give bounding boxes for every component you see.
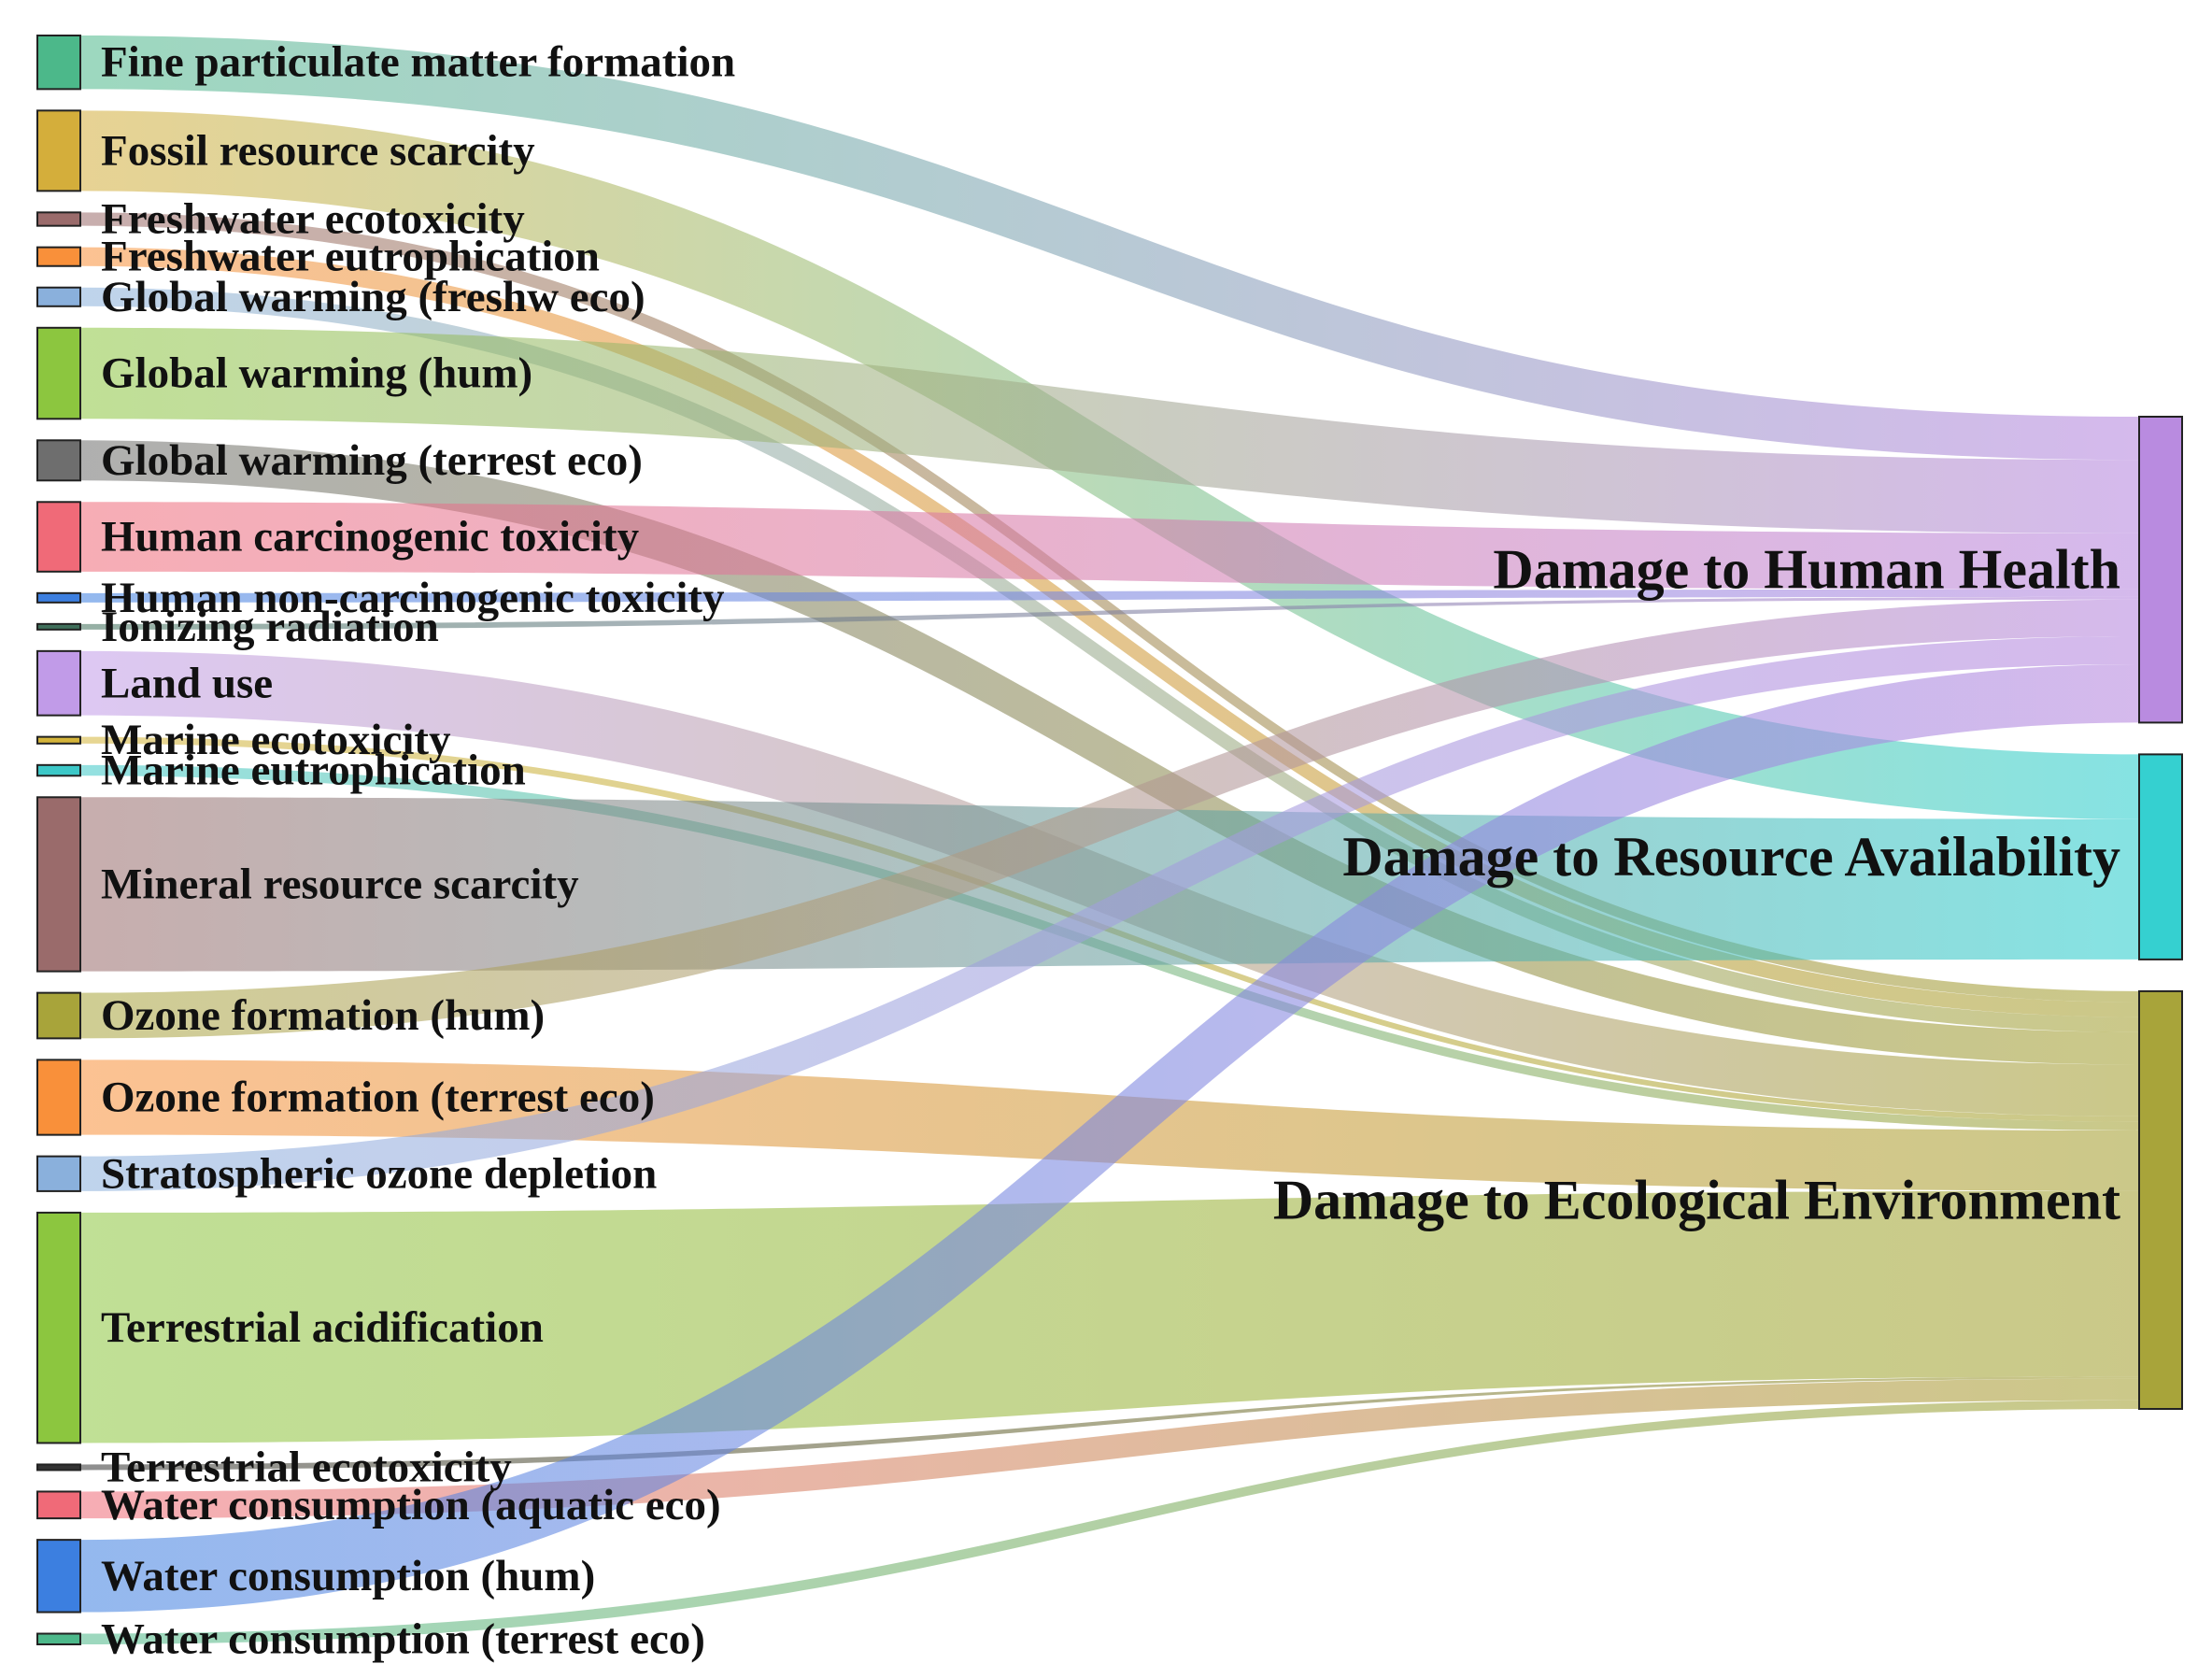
source-label-human-carcinogenic-toxicity: Human carcinogenic toxicity [101, 513, 640, 562]
link-hnc-to-hh [80, 589, 2139, 603]
source-node-human-non-carcinogenic-toxicity [36, 591, 81, 604]
source-label-fossil-resource-scarcity: Fossil resource scarcity [101, 126, 535, 175]
source-nodes [36, 35, 81, 1646]
source-node-global-warming-terrest-eco [36, 439, 81, 482]
source-node-global-warming-hum [36, 326, 81, 420]
source-node-water-consumption-aquatic-eco [36, 1490, 81, 1520]
source-label-marine-ecotoxicity: Marine ecotoxicity [101, 716, 451, 764]
source-node-freshwater-eutrophication [36, 246, 81, 267]
source-node-marine-eutrophication [36, 763, 81, 777]
source-node-mineral-resource-scarcity [36, 796, 81, 973]
link-tet-to-ee [80, 1376, 2139, 1471]
source-label-freshwater-ecotoxicity: Freshwater ecotoxicity [101, 195, 525, 244]
source-label-global-warming-freshw-eco: Global warming (freshw eco) [101, 273, 645, 321]
target-label-damage-to-ecological-environment: Damage to Ecological Environment [1273, 1169, 2120, 1230]
source-node-marine-ecotoxicity [36, 735, 81, 745]
source-label-global-warming-terrest-eco: Global warming (terrest eco) [101, 436, 643, 485]
source-label-ozone-formation-terrest-eco: Ozone formation (terrest eco) [101, 1074, 655, 1122]
source-node-terrestrial-ecotoxicity [36, 1463, 81, 1472]
source-label-freshwater-eutrophication: Freshwater eutrophication [101, 233, 600, 281]
target-nodes [2138, 416, 2183, 1410]
source-label-water-consumption-terrest-eco: Water consumption (terrest eco) [101, 1614, 705, 1663]
target-node-damage-to-ecological-environment [2138, 989, 2183, 1410]
sankey-links [80, 36, 2139, 1644]
source-label-global-warming-hum: Global warming (hum) [101, 349, 532, 398]
source-label-ionizing-radiation: Ionizing radiation [101, 603, 439, 651]
link-hct-to-hh [80, 502, 2139, 590]
source-label-terrestrial-acidification: Terrestrial acidification [101, 1303, 544, 1352]
link-ozh-to-hh [80, 599, 2139, 1039]
source-node-human-carcinogenic-toxicity [36, 501, 81, 573]
source-node-water-consumption-hum [36, 1539, 81, 1614]
source-node-global-warming-freshw-eco [36, 286, 81, 307]
source-node-fine-particulate-matter-formation [36, 35, 81, 91]
link-wch-to-hh [80, 664, 2139, 1613]
source-label-fine-particulate-matter-formation: Fine particulate matter formation [101, 38, 735, 87]
source-label-land-use: Land use [101, 659, 273, 707]
source-label-ozone-formation-hum: Ozone formation (hum) [101, 991, 545, 1040]
source-label-human-non-carcinogenic-toxicity: Human non-carcinogenic toxicity [101, 574, 725, 622]
link-tac-to-ee [80, 1190, 2139, 1443]
link-fpm-to-hh [80, 36, 2139, 461]
source-label-stratospheric-ozone-depletion: Stratospheric ozone depletion [101, 1149, 657, 1198]
target-label-damage-to-human-health: Damage to Human Health [1493, 539, 2120, 601]
link-gwf-to-ee [80, 287, 2139, 1032]
source-node-water-consumption-terrest-eco [36, 1632, 81, 1646]
link-wct-to-ee [80, 1400, 2139, 1644]
source-labels: Fine particulate matter formationFossil … [101, 38, 735, 1664]
source-label-marine-eutrophication: Marine eutrophication [101, 747, 526, 795]
source-node-stratospheric-ozone-depletion [36, 1155, 81, 1192]
target-node-damage-to-resource-availability [2138, 753, 2183, 960]
source-node-ozone-formation-hum [36, 991, 81, 1040]
source-node-terrestrial-acidification [36, 1211, 81, 1444]
link-gwt-to-ee [80, 440, 2139, 1065]
link-min-to-ra [80, 797, 2139, 972]
source-node-land-use [36, 649, 81, 717]
target-label-damage-to-resource-availability: Damage to Resource Availability [1342, 826, 2120, 888]
link-fet-to-ee [80, 212, 2139, 1003]
source-node-ozone-formation-terrest-eco [36, 1059, 81, 1136]
link-gwh-to-hh [80, 327, 2139, 533]
link-feu-to-ee [80, 247, 2139, 1017]
source-node-freshwater-ecotoxicity [36, 211, 81, 227]
link-ion-to-hh [80, 596, 2139, 630]
source-label-water-consumption-hum: Water consumption (hum) [101, 1552, 595, 1600]
link-sod-to-hh [80, 635, 2139, 1191]
target-node-damage-to-human-health [2138, 416, 2183, 724]
source-node-fossil-resource-scarcity [36, 109, 81, 192]
source-label-water-consumption-aquatic-eco: Water consumption (aquatic eco) [101, 1481, 721, 1529]
source-node-ionizing-radiation [36, 622, 81, 631]
source-label-mineral-resource-scarcity: Mineral resource scarcity [101, 860, 579, 908]
source-label-terrestrial-ecotoxicity: Terrestrial ecotoxicity [101, 1443, 512, 1491]
